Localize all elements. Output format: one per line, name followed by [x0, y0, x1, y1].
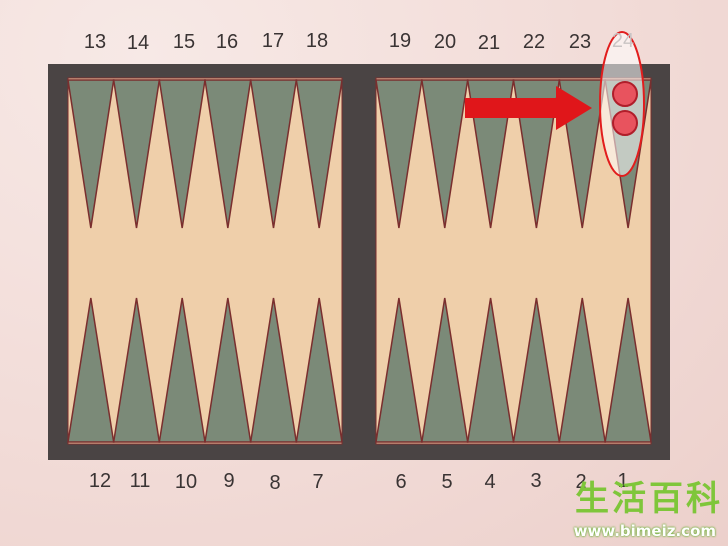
watermark-url: www.bimeiz.com — [573, 522, 716, 540]
point-label-14: 14 — [126, 32, 150, 54]
watermark-logo: 生 活 百 科 — [575, 480, 720, 518]
point-1[interactable] — [604, 297, 652, 443]
point-label-12: 12 — [88, 470, 112, 492]
point-label-18: 18 — [305, 30, 329, 52]
point-12[interactable] — [67, 297, 115, 443]
point-9[interactable] — [204, 297, 252, 443]
left-half-surface — [67, 77, 343, 445]
point-19[interactable] — [375, 79, 423, 229]
point-13[interactable] — [67, 79, 115, 229]
point-6[interactable] — [375, 297, 423, 443]
point-label-7: 7 — [312, 471, 324, 493]
point-14[interactable] — [112, 79, 161, 229]
point-label-17: 17 — [261, 30, 285, 52]
watermark-logo-char: 科 — [686, 479, 720, 519]
checker[interactable] — [612, 81, 638, 107]
point-label-2: 2 — [575, 471, 587, 493]
point-label-16: 16 — [215, 31, 239, 53]
point-label-13: 13 — [83, 31, 107, 53]
point-20[interactable] — [420, 79, 469, 229]
point-label-3: 3 — [530, 470, 542, 492]
move-arrow — [465, 86, 592, 130]
watermark-logo-char: 活 — [612, 479, 646, 519]
point-label-8: 8 — [269, 472, 281, 494]
point-2[interactable] — [558, 297, 607, 443]
point-label-21: 21 — [477, 32, 501, 54]
point-label-5: 5 — [441, 471, 453, 493]
point-4[interactable] — [466, 297, 515, 443]
point-3[interactable] — [512, 297, 561, 443]
point-15[interactable] — [158, 79, 206, 229]
point-label-24: 24 — [611, 30, 635, 52]
point-label-11: 11 — [129, 470, 151, 492]
watermark-logo-char: 生 — [575, 479, 609, 519]
point-16[interactable] — [204, 79, 252, 229]
watermark: 生 活 百 科 www.bimeiz.com — [526, 480, 726, 540]
point-label-15: 15 — [172, 31, 196, 53]
point-8[interactable] — [249, 297, 298, 443]
point-label-20: 20 — [433, 31, 457, 53]
point-label-19: 19 — [388, 30, 412, 52]
point-5[interactable] — [420, 297, 469, 443]
point-label-4: 4 — [484, 471, 496, 493]
point-11[interactable] — [112, 297, 161, 443]
point-18[interactable] — [295, 79, 343, 229]
point-label-1: 1 — [617, 470, 629, 492]
point-label-6: 6 — [395, 471, 407, 493]
point-7[interactable] — [295, 297, 343, 443]
point-label-23: 23 — [568, 31, 592, 53]
point-label-10: 10 — [174, 471, 198, 493]
checker[interactable] — [612, 110, 638, 136]
point-17[interactable] — [249, 79, 298, 229]
point-label-9: 9 — [223, 470, 235, 492]
point-10[interactable] — [158, 297, 206, 443]
point-label-22: 22 — [522, 31, 546, 53]
watermark-logo-char: 百 — [649, 479, 683, 519]
